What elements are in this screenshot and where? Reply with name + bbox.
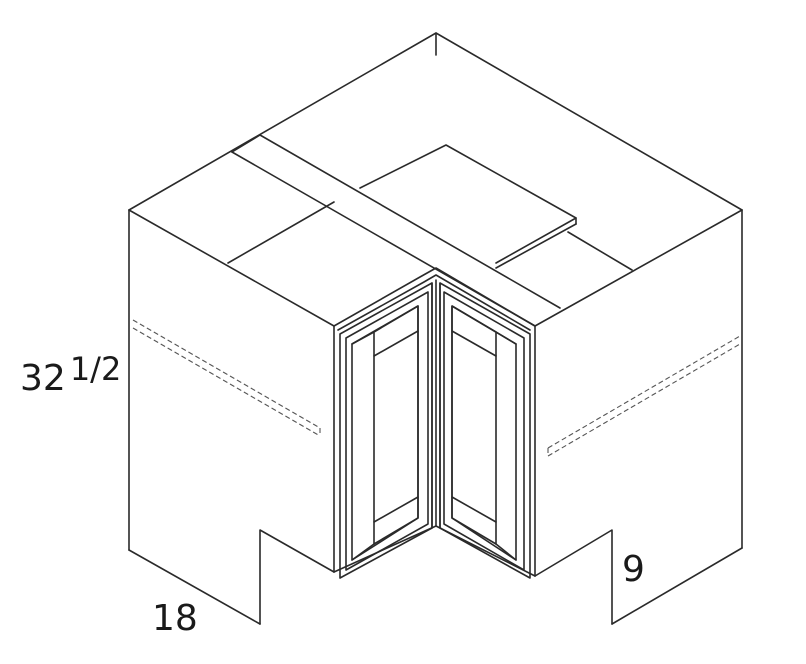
door-corner-seam bbox=[333, 279, 536, 577]
height-fraction: 1/2 bbox=[69, 350, 122, 388]
cabinet-top bbox=[128, 32, 743, 331]
left-side-panel bbox=[128, 209, 335, 625]
left-depth-label: 18 bbox=[152, 598, 198, 639]
right-depth-label: 9 bbox=[622, 549, 645, 590]
height-whole: 32 bbox=[20, 358, 66, 399]
right-side-panel bbox=[534, 209, 743, 625]
right-door bbox=[439, 282, 531, 579]
left-door bbox=[339, 282, 433, 579]
